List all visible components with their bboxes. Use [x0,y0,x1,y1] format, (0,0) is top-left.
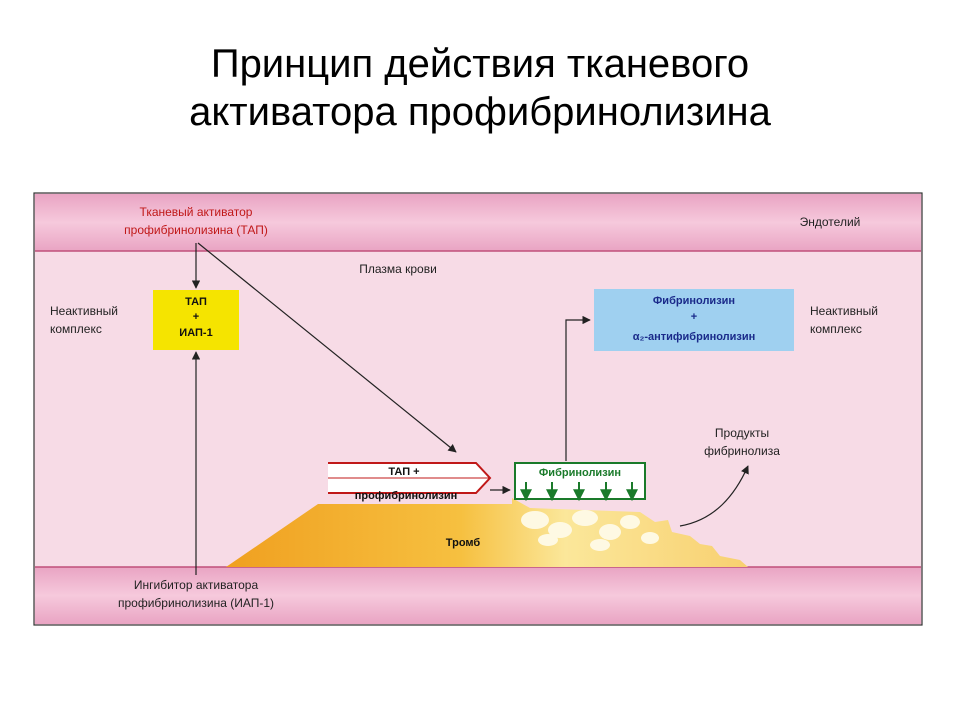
slide-title-line-1: Принцип действия тканевого [210,42,750,86]
inactive-left-line-2: комплекс [50,322,102,336]
yellow-line-2: + [193,311,199,323]
inhibitor-line-2: профибринолизина (ИАП-1) [118,596,274,610]
yellow-line-1: ТАП [185,296,207,308]
blue-line-2: + [691,311,697,323]
arrow-fibrinolysin-to-complex [565,315,591,461]
blue-line-1: Фибринолизин [653,295,735,307]
tap-label-line-2: профибринолизина (ТАП) [124,223,268,237]
inhibitor-line-1: Ингибитор активатора [134,578,259,592]
yellow-line-3: ИАП-1 [179,327,212,339]
thrombus [226,498,748,567]
blue-line-3: α₂-антифибринолизин [633,331,756,343]
thrombus-label: Тромб [446,537,481,549]
products-line-1: Продукты [715,426,769,440]
red-box-line-2: профибринолизин [355,490,457,502]
slide-title: Принцип действия тканевого активатора пр… [0,40,960,136]
slide-title-line-2: активатора профибринолизина [189,90,771,134]
inactive-left-line-1: Неактивный [50,304,118,318]
arrow-tap-to-thrombus [197,242,457,453]
green-box-label: Фибринолизин [539,467,621,479]
products-line-2: фибринолиза [704,444,780,458]
inactive-right-line-1: Неактивный [810,304,878,318]
inactive-right-line-2: комплекс [810,322,862,336]
fibrinolysin-antifibrinolysin-box [594,289,794,351]
endothelium-label: Эндотелий [800,215,861,229]
endothelium-top [35,194,921,251]
tap-label-line-1: Тканевый активатор [140,205,253,219]
endothelium-bottom [35,567,921,624]
plasma-label: Плазма крови [359,262,437,276]
red-box-line-1: ТАП + [388,466,419,478]
tap-iap1-complex-box [153,290,239,350]
dissolving-clot [521,510,659,551]
fibrinolysin-action-arrows [520,482,638,502]
arrow-to-products [679,465,749,527]
